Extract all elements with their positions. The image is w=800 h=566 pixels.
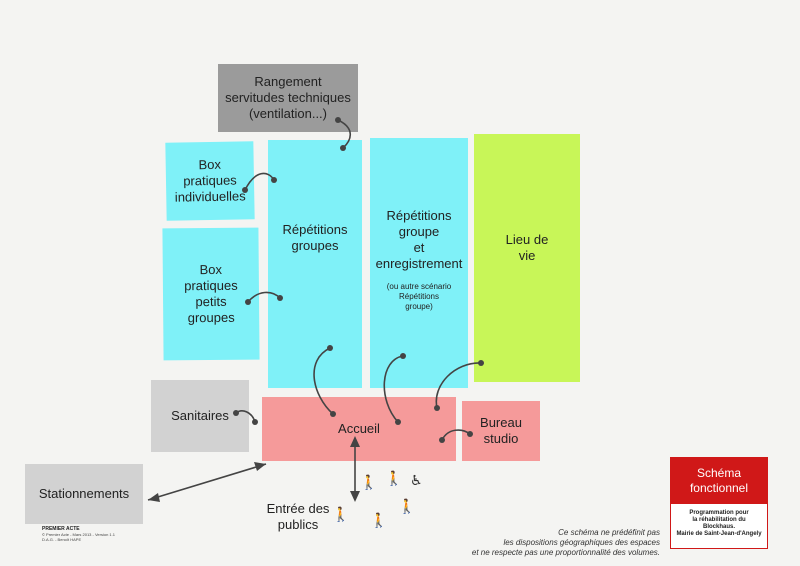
accueil-label: Accueil — [338, 421, 380, 436]
repetitions-groupes-label: Répétitions groupes — [282, 222, 348, 253]
credits-logo: PREMIER ACTE — [42, 526, 80, 532]
walker-icon: 🚶 — [385, 470, 403, 486]
wheelchair-icon: ♿ — [410, 472, 423, 488]
link-accueil-bureau — [441, 429, 471, 441]
lieu-de-vie-label: Lieu de vie — [505, 232, 549, 263]
entree-publics-text: Entrée des publics — [266, 501, 330, 532]
credits-line2: D.A.G. - Benoît HAPE — [42, 537, 82, 542]
credits: PREMIER ACTE © Premier Acte - Mars 2013 … — [42, 526, 115, 543]
link-box-petits — [247, 291, 281, 303]
disclaimer-caption: Ce schéma ne prédéfinit pas les disposit… — [471, 528, 660, 557]
lieu-de-vie-block: Lieu de vie — [474, 134, 580, 382]
accueil-block: Accueil — [262, 397, 456, 461]
legend-box: Schéma fonctionnel Programmation pour la… — [670, 457, 768, 549]
entree-publics-label: Entrée des publics — [262, 500, 334, 534]
link-box-individuelles — [244, 172, 275, 191]
walker-icon: 🚶 — [360, 474, 378, 490]
link-rep-enreg-accueil — [383, 355, 404, 423]
legend-subtitle: Programmation pour la réhabilitation du … — [676, 510, 762, 537]
repetitions-enregistrement-note: (ou autre scénario Répétitions groupe) — [386, 282, 452, 311]
repetitions-groupes-block: Répétitions groupes — [268, 140, 362, 388]
walker-icon: 🚶 — [332, 506, 350, 522]
walker-icon: 🚶 — [398, 498, 416, 514]
rangement-label: Rangement servitudes techniques (ventila… — [225, 74, 351, 121]
sanitaires-label: Sanitaires — [171, 408, 229, 423]
link-rangement — [337, 119, 352, 149]
bureau-studio-label: Bureau studio — [480, 415, 522, 446]
repetitions-enregistrement-label: Répétitions groupe et enregistrement — [375, 208, 463, 271]
sanitaires-block: Sanitaires — [151, 380, 249, 452]
link-stationnements-accueil — [147, 463, 267, 501]
link-rep-groupes-accueil — [313, 347, 334, 415]
credits-line1: © Premier Acte - Mars 2013 - Version 1.1 — [42, 532, 115, 537]
stationnements-label: Stationnements — [38, 486, 130, 501]
stationnements-block: Stationnements — [25, 464, 143, 524]
legend-title: Schéma fonctionnel — [671, 458, 767, 504]
bureau-studio-block: Bureau studio — [462, 401, 540, 461]
walker-icon: 🚶 — [370, 512, 388, 528]
link-lieu-accueil — [435, 362, 482, 409]
repetitions-enregistrement-block: Répétitions groupe et enregistrement (ou… — [370, 138, 468, 388]
rangement-block: Rangement servitudes techniques (ventila… — [218, 64, 358, 132]
